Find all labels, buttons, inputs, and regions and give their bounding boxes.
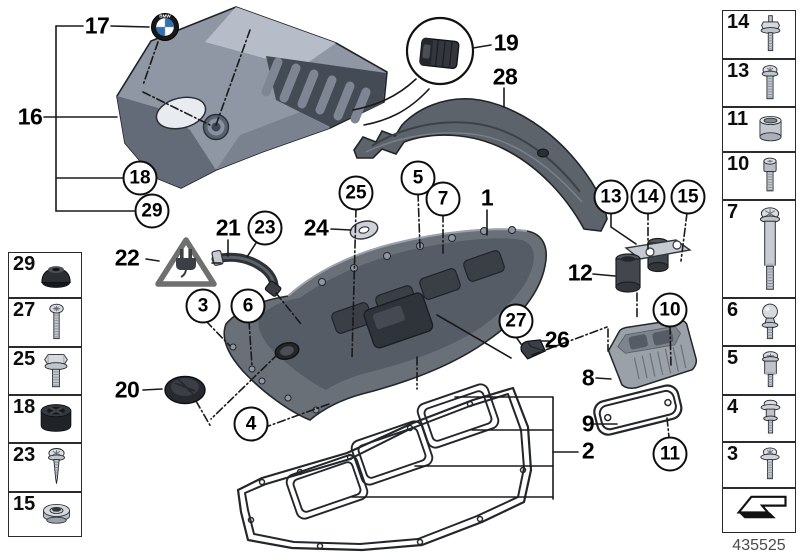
callout-12[interactable]: 12 <box>567 259 593 286</box>
callout-29[interactable]: 29 <box>134 193 170 229</box>
part-box-6[interactable]: 6 <box>722 298 796 346</box>
bmw-roundel-logo: BMW <box>151 13 179 41</box>
gasket-set-art <box>236 383 533 552</box>
gasket-plate-art <box>349 220 379 240</box>
housing-art <box>607 318 698 389</box>
callout-13[interactable]: 13 <box>593 179 629 215</box>
part-box-number: 29 <box>13 253 36 275</box>
callout-14[interactable]: 14 <box>630 179 666 215</box>
part-box-number: 4 <box>727 396 739 418</box>
hex-flange-bolt-icon <box>33 350 79 392</box>
part-box-number: 6 <box>727 299 739 321</box>
callout-24[interactable]: 24 <box>303 214 329 241</box>
callout-7[interactable]: 7 <box>425 181 461 217</box>
part-box-18[interactable]: 18 <box>8 395 82 443</box>
part-box-14[interactable]: 14 <box>722 10 796 59</box>
valve-cover-art <box>223 226 547 421</box>
direction-arrow-box[interactable] <box>722 488 796 533</box>
callout-8[interactable]: 8 <box>581 364 595 391</box>
part-box-7[interactable]: 7 <box>722 200 796 298</box>
part-box-25[interactable]: 25 <box>8 347 82 395</box>
magnifier-detail <box>352 16 475 126</box>
callout-16[interactable]: 16 <box>17 103 43 130</box>
callout-27[interactable]: 27 <box>498 303 534 339</box>
housing-gasket-art <box>593 384 683 436</box>
part-box-4[interactable]: 4 <box>722 395 796 442</box>
torx-flange-screw-icon <box>747 62 793 104</box>
callout-26[interactable]: 26 <box>544 326 570 353</box>
spacer-sleeve-icon <box>747 110 793 149</box>
callout-6[interactable]: 6 <box>230 288 266 324</box>
callout-3[interactable]: 3 <box>185 288 221 324</box>
part-box-number: 27 <box>13 299 36 321</box>
torx-screw-long-icon <box>33 301 79 344</box>
rubber-mount-icon <box>33 398 79 440</box>
part-box-number: 14 <box>727 11 750 33</box>
callout-23[interactable]: 23 <box>247 210 283 246</box>
bmw-logo-text: BMW <box>159 13 171 18</box>
callout-4[interactable]: 4 <box>233 406 269 442</box>
electrical-plug-icon <box>176 249 196 278</box>
callout-5[interactable]: 5 <box>400 160 436 196</box>
direction-arrow-icon <box>726 491 793 530</box>
part-box-number: 11 <box>727 108 749 130</box>
part-box-number: 10 <box>727 153 750 175</box>
part-box-number: 25 <box>13 348 36 370</box>
part-box-number: 7 <box>727 201 739 223</box>
part-box-number: 18 <box>13 396 36 418</box>
part-box-23[interactable]: 23 <box>8 443 82 492</box>
part-box-5[interactable]: 5 <box>722 346 796 395</box>
ball-stud-icon <box>747 301 793 343</box>
vent-hose-art <box>211 249 282 297</box>
part-box-10[interactable]: 10 <box>722 152 796 200</box>
callout-1[interactable]: 1 <box>480 184 494 211</box>
callout-9[interactable]: 9 <box>581 410 595 437</box>
rubber-grommet-icon <box>33 255 79 295</box>
spacer-screw-icon <box>747 349 793 392</box>
callout-20[interactable]: 20 <box>114 376 140 403</box>
part-box-15[interactable]: 15 <box>8 492 82 537</box>
part-box-number: 3 <box>727 443 739 465</box>
cap-art <box>520 339 547 360</box>
part-box-number: 23 <box>13 444 36 466</box>
part-box-13[interactable]: 13 <box>722 59 796 107</box>
part-box-number: 5 <box>727 347 739 369</box>
callout-28[interactable]: 28 <box>492 63 518 90</box>
part-box-number: 13 <box>727 60 750 82</box>
bracket-art <box>615 237 692 293</box>
callout-2[interactable]: 2 <box>581 437 595 464</box>
part-box-number: 15 <box>13 493 36 515</box>
cap-screw-icon <box>747 155 793 197</box>
callout-10[interactable]: 10 <box>652 292 688 328</box>
leader-lines <box>43 25 688 500</box>
callout-21[interactable]: 21 <box>215 214 241 241</box>
figure-number: 435525 <box>732 537 786 554</box>
spacer-screw-washer-icon <box>747 398 793 439</box>
warning-triangle <box>155 237 217 287</box>
part-box-29[interactable]: 29 <box>8 252 82 298</box>
callout-18[interactable]: 18 <box>122 160 158 196</box>
screw-plug-icon <box>33 495 79 534</box>
shoulder-screw-long-icon <box>747 203 793 295</box>
callout-22[interactable]: 22 <box>114 244 140 271</box>
engine-cover-art <box>116 6 388 189</box>
callout-11[interactable]: 11 <box>652 436 688 472</box>
tapping-screw-icon <box>33 446 79 489</box>
part-box-11[interactable]: 11 <box>722 107 796 152</box>
stud-with-nut-icon <box>747 13 793 56</box>
part-box-27[interactable]: 27 <box>8 298 82 347</box>
washer-screw-icon <box>747 445 793 485</box>
callout-19[interactable]: 19 <box>493 29 519 56</box>
oil-filler-cap-art <box>164 375 206 405</box>
part-box-3[interactable]: 3 <box>722 442 796 488</box>
callout-15[interactable]: 15 <box>670 179 706 215</box>
callout-25[interactable]: 25 <box>338 175 374 211</box>
callout-17[interactable]: 17 <box>84 12 110 39</box>
